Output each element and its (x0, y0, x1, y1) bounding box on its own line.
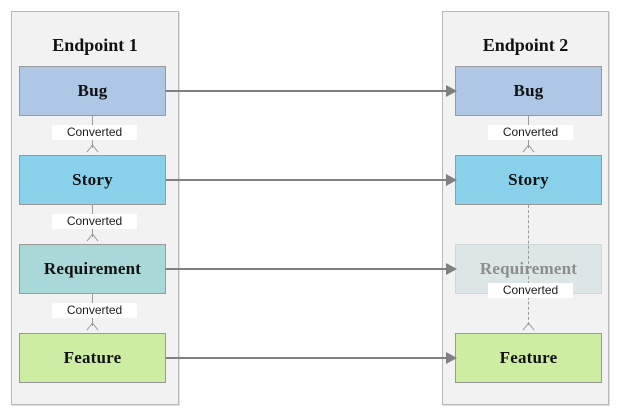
edge-label-bug-to-story-endpoint-2: Converted (488, 125, 573, 140)
edge-label-requirement-to-feature-endpoint-1: Converted (52, 303, 137, 318)
node-story-endpoint-1[interactable]: Story (19, 155, 166, 205)
node-label: Feature (63, 348, 122, 367)
edge-label-story-to-feature-endpoint-2: Converted (488, 283, 573, 298)
arrowhead-right-icon (446, 263, 457, 275)
link-requirement-1-to-requirement-2 (166, 268, 449, 270)
arrowhead-down-icon (524, 323, 533, 330)
arrowhead-down-icon (88, 323, 97, 330)
node-bug-endpoint-1[interactable]: Bug (19, 66, 166, 116)
arrowhead-down-icon (88, 234, 97, 241)
panel-title-endpoint-1: Endpoint 1 (52, 35, 138, 55)
node-bug-endpoint-2[interactable]: Bug (455, 66, 602, 116)
connector-story-to-feature-endpoint-2 (528, 205, 529, 325)
node-feature-endpoint-2[interactable]: Feature (455, 333, 602, 383)
link-story-1-to-story-2 (166, 179, 449, 181)
node-story-endpoint-2[interactable]: Story (455, 155, 602, 205)
arrowhead-down-icon (524, 145, 533, 152)
arrowhead-right-icon (446, 85, 457, 97)
edge-label-bug-to-story-endpoint-1: Converted (52, 125, 137, 140)
link-bug-1-to-bug-2 (166, 90, 449, 92)
node-requirement-endpoint-1[interactable]: Requirement (19, 244, 166, 294)
node-label: Bug (513, 81, 544, 100)
node-label: Story (72, 170, 113, 189)
arrowhead-right-icon (446, 174, 457, 186)
link-feature-1-to-feature-2 (166, 357, 449, 359)
node-label: Feature (499, 348, 558, 367)
edge-label-story-to-requirement-endpoint-1: Converted (52, 214, 137, 229)
arrowhead-down-icon (88, 145, 97, 152)
node-feature-endpoint-1[interactable]: Feature (19, 333, 166, 383)
arrowhead-right-icon (446, 352, 457, 364)
node-label: Requirement (43, 259, 142, 278)
panel-title-endpoint-2: Endpoint 2 (482, 35, 569, 55)
node-label: Story (508, 170, 549, 189)
node-label: Bug (77, 81, 108, 100)
